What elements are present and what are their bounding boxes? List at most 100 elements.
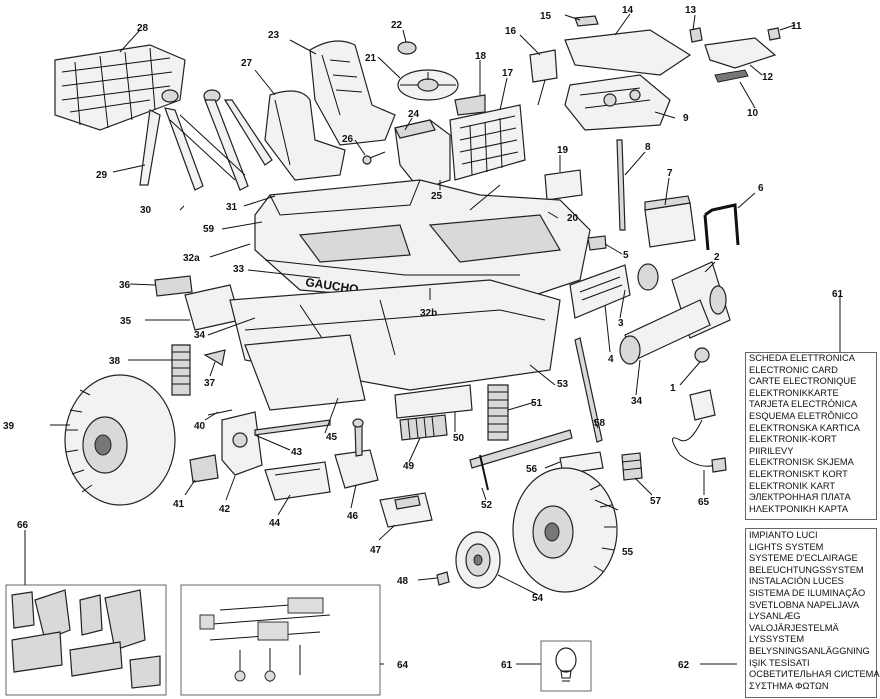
legend-line: SISTEMA DE ILUMINAÇÃO <box>749 587 866 598</box>
legend-line: ELEKTRONISK SKJEMA <box>749 457 854 468</box>
legend-line: IŞIK TESİSATI <box>749 657 810 668</box>
light-housing-part <box>154 275 193 297</box>
callout-39: 39 <box>3 421 15 432</box>
legend-line: ОСВЕТИТЕЛЬНАЯ СИСТЕМА <box>749 669 880 680</box>
callout-65: 66 <box>17 520 29 531</box>
callout-21: 21 <box>365 53 377 64</box>
callout-54: 54 <box>532 593 544 604</box>
callout-58: 58 <box>594 418 606 429</box>
legend-line: ELEKTRONIKKARTE <box>749 387 839 398</box>
callout-17: 17 <box>502 68 514 79</box>
legend-line: LYSANLÆG <box>749 611 801 622</box>
connector-block-part <box>587 235 607 251</box>
motor-left-part <box>189 409 263 483</box>
callout-20: 20 <box>567 213 579 224</box>
legend-line: ELEKTRONIK-KORT <box>749 434 837 445</box>
leader-lines <box>24 13 841 665</box>
callout-35: 35 <box>120 316 132 327</box>
legend-line: ELEKTRONSKA KARTICA <box>749 422 860 433</box>
legend-line: ESQUEMA ELETRÔNICO <box>749 410 859 421</box>
callout-44: 44 <box>269 518 281 529</box>
seat-right-part <box>309 40 396 146</box>
callout-37: 37 <box>204 378 216 389</box>
wheel-right-front-part <box>512 467 618 593</box>
legend-line: IMPIANTO LUCI <box>749 530 818 540</box>
rod-part <box>616 139 626 231</box>
wiring-diagram-part <box>180 584 381 696</box>
wheel-rim-part <box>436 531 501 589</box>
bracket-37-part <box>203 349 226 366</box>
callout-16: 16 <box>505 26 517 37</box>
callout-63: 64 <box>397 660 409 671</box>
steering-linkage-part <box>469 337 603 491</box>
callout-7: 7 <box>667 168 673 179</box>
pedal-plate-part <box>379 492 433 528</box>
battery-bracket-part <box>703 203 740 251</box>
callout-47: 47 <box>370 545 382 556</box>
legend-line: ΣΥΣΤΗΜΑ ΦΩΤΩΝ <box>749 680 829 691</box>
front-grill-part <box>449 94 526 181</box>
callout-2: 2 <box>714 252 720 263</box>
callout-45: 45 <box>326 432 338 443</box>
callout-24: 24 <box>408 109 420 120</box>
callout-52: 52 <box>481 500 493 511</box>
callout-4: 4 <box>608 354 614 365</box>
wheel-left-rear-part <box>64 374 176 506</box>
lights-system-legend-text: IMPIANTO LUCI LIGHTS SYSTEM SYSTEME D'EC… <box>749 530 880 692</box>
callout-8: 8 <box>645 142 651 153</box>
callout-5: 5 <box>623 250 629 261</box>
roll-bar-part <box>54 44 221 131</box>
callout-60: 61 <box>501 660 513 671</box>
callout-40: 40 <box>194 421 206 432</box>
legend-line: SYSTEME D'ECLAIRAGE <box>749 553 858 564</box>
callout-64: 65 <box>698 497 710 508</box>
callout-48: 48 <box>397 576 409 587</box>
rear-axle-part <box>254 419 331 436</box>
gear-shift-part <box>334 418 379 489</box>
callout-25: 25 <box>431 191 443 202</box>
small-brackets-part <box>689 27 781 83</box>
callout-18: 18 <box>475 51 487 62</box>
callout-3: 3 <box>618 318 624 329</box>
callout-34-left: 34 <box>194 330 206 341</box>
callout-32b: 32b <box>420 308 437 319</box>
callout-15: 15 <box>540 11 552 22</box>
legend-line: TARJETA ELECTRÓNICA <box>749 399 858 410</box>
callout-50: 50 <box>453 433 465 444</box>
callout-41: 41 <box>173 499 185 510</box>
dashboard-part <box>394 119 451 191</box>
tray-part <box>264 461 331 501</box>
callout-55: 55 <box>622 547 634 558</box>
electronic-card-legend <box>745 352 877 520</box>
legend-line: SCHEDA ELETTRONICA <box>749 353 855 363</box>
callout-56: 56 <box>526 464 538 475</box>
chassis-part <box>184 279 561 391</box>
callout-10: 10 <box>747 108 759 119</box>
callout-32a: 32a <box>183 253 200 264</box>
callout-33: 33 <box>233 264 245 275</box>
legend-line: ЭЛЕКТРОННАЯ ПЛАТА <box>749 492 851 503</box>
callout-23: 23 <box>268 30 280 41</box>
steering-wheel-part <box>397 41 459 101</box>
callout-14: 14 <box>622 5 634 16</box>
motor-assembly-part <box>564 74 671 131</box>
callout-36: 36 <box>119 280 131 291</box>
callout-12: 12 <box>762 72 774 83</box>
callout-51: 51 <box>531 398 543 409</box>
legend-line: ELEKTRONISKT KORT <box>749 468 848 479</box>
legend-line: PIIRILEVY <box>749 445 794 456</box>
vehicle-body-part: GAUCHO <box>254 179 591 301</box>
legend-line: LIGHTS SYSTEM <box>749 541 824 552</box>
callout-13: 13 <box>685 5 697 16</box>
callout-53: 53 <box>557 379 569 390</box>
callout-62: 62 <box>678 660 690 671</box>
callout-11: 11 <box>791 21 802 32</box>
callout-31: 31 <box>226 202 238 213</box>
roll-bar-supports-part <box>139 99 273 191</box>
callout-28: 28 <box>137 23 149 34</box>
legend-line: VALOJÄRJESTELMÄ <box>749 622 839 633</box>
callout-57: 57 <box>650 496 662 507</box>
legend-line: ELEKTRONIK KART <box>749 480 836 491</box>
tail-light-part <box>569 263 659 319</box>
